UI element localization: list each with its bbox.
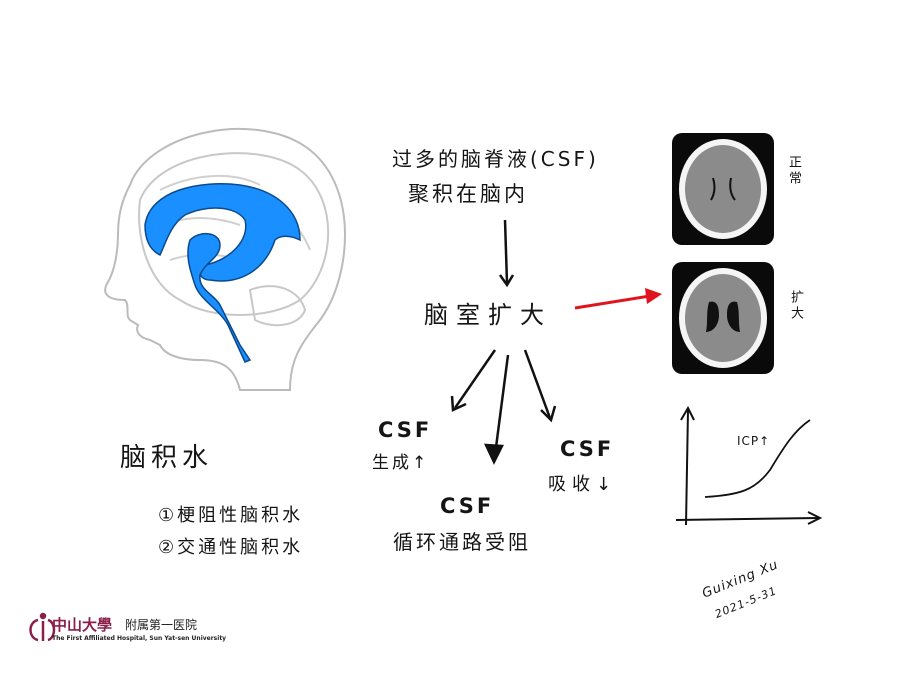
obstruction-sub: 循环通路受阻 [393, 530, 531, 554]
red-arrow [574, 288, 662, 310]
logo-cn-name: 中山大學 [52, 616, 113, 634]
top-text-line2: 聚积在脑内 [408, 182, 528, 206]
hydrocephalus-title: 脑积水 [120, 443, 214, 473]
hydrocephalus-type-communicating: ②交通性脑积水 [158, 537, 304, 558]
ventricle-illustration [144, 183, 301, 363]
ct-normal-label: 正常 [786, 155, 801, 187]
production-title: CSF [378, 418, 433, 442]
ct-normal-image [672, 133, 774, 245]
hydrocephalus-type-obstructive: ①梗阻性脑积水 [158, 505, 304, 526]
head-sketch [104, 127, 346, 391]
top-text-line1: 过多的脑脊液(CSF) [392, 147, 599, 171]
absorption-sub: 吸收↓ [548, 474, 618, 495]
icp-graph [675, 405, 823, 526]
obstruction-title: CSF [440, 494, 495, 518]
absorption-title: CSF [560, 437, 615, 461]
logo-cn-sub: 附属第一医院 [125, 618, 198, 632]
icp-label: ICP↑ [737, 434, 771, 448]
ventricle-enlargement-label: 脑室扩大 [424, 301, 552, 329]
logo-en-name: The First Affiliated Hospital, Sun Yat-s… [52, 635, 227, 642]
ct-enlarged-image [672, 262, 774, 374]
production-sub: 生成↑ [372, 453, 430, 473]
hospital-logo-mark [29, 612, 56, 642]
ct-enlarged-label: 扩大 [788, 290, 803, 322]
flow-arrows [450, 219, 557, 465]
